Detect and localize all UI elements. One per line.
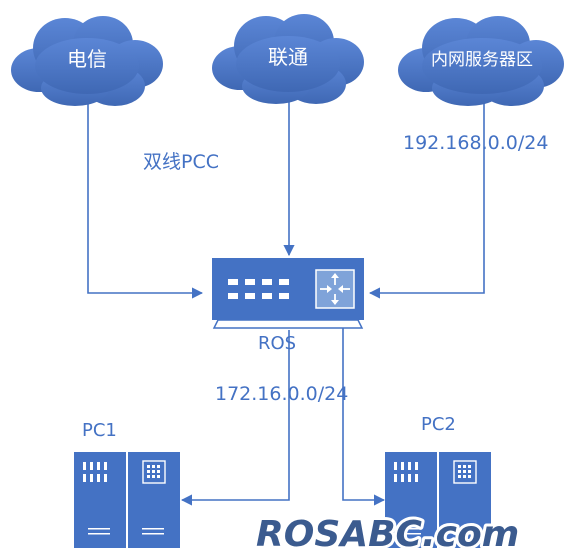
server-icon — [385, 452, 491, 548]
cloud-label-telecom: 电信 — [67, 47, 107, 71]
router-label: ROS — [258, 333, 296, 354]
cloud-icon — [11, 16, 163, 106]
cloud-intranet: 内网服务器区 — [398, 16, 564, 106]
cloud-telecom: 电信 — [11, 16, 163, 106]
pc2: PC2 — [385, 414, 491, 548]
cloud-label-intranet: 内网服务器区 — [431, 50, 533, 70]
link-intranet-router — [368, 100, 485, 299]
link-router-pc1 — [180, 330, 290, 506]
label-intranet-subnet: 192.168.0.0/24 — [403, 132, 548, 154]
router: ROS — [212, 258, 364, 354]
svg-text:ROSABC.com: ROSABC.com — [256, 514, 519, 555]
cloud-icon — [398, 16, 564, 106]
pc1-label: PC1 — [82, 420, 117, 441]
pc1: PC1 — [74, 420, 180, 548]
cloud-label-unicom: 联通 — [268, 45, 308, 69]
label-dual-line: 双线PCC — [143, 151, 219, 173]
router-icon — [212, 258, 364, 329]
link-telecom-router — [87, 100, 204, 299]
server-icon — [74, 452, 180, 548]
watermark-text: ROSABC.com — [256, 514, 519, 555]
label-lan-subnet: 172.16.0.0/24 — [215, 383, 348, 405]
cloud-icon — [212, 14, 364, 104]
link-router-pc2 — [342, 326, 386, 506]
connections — [87, 94, 485, 506]
cloud-unicom: 联通 — [212, 14, 364, 104]
pc2-label: PC2 — [421, 414, 456, 435]
watermark: ROSABC.com ROSABC.com — [253, 511, 522, 558]
